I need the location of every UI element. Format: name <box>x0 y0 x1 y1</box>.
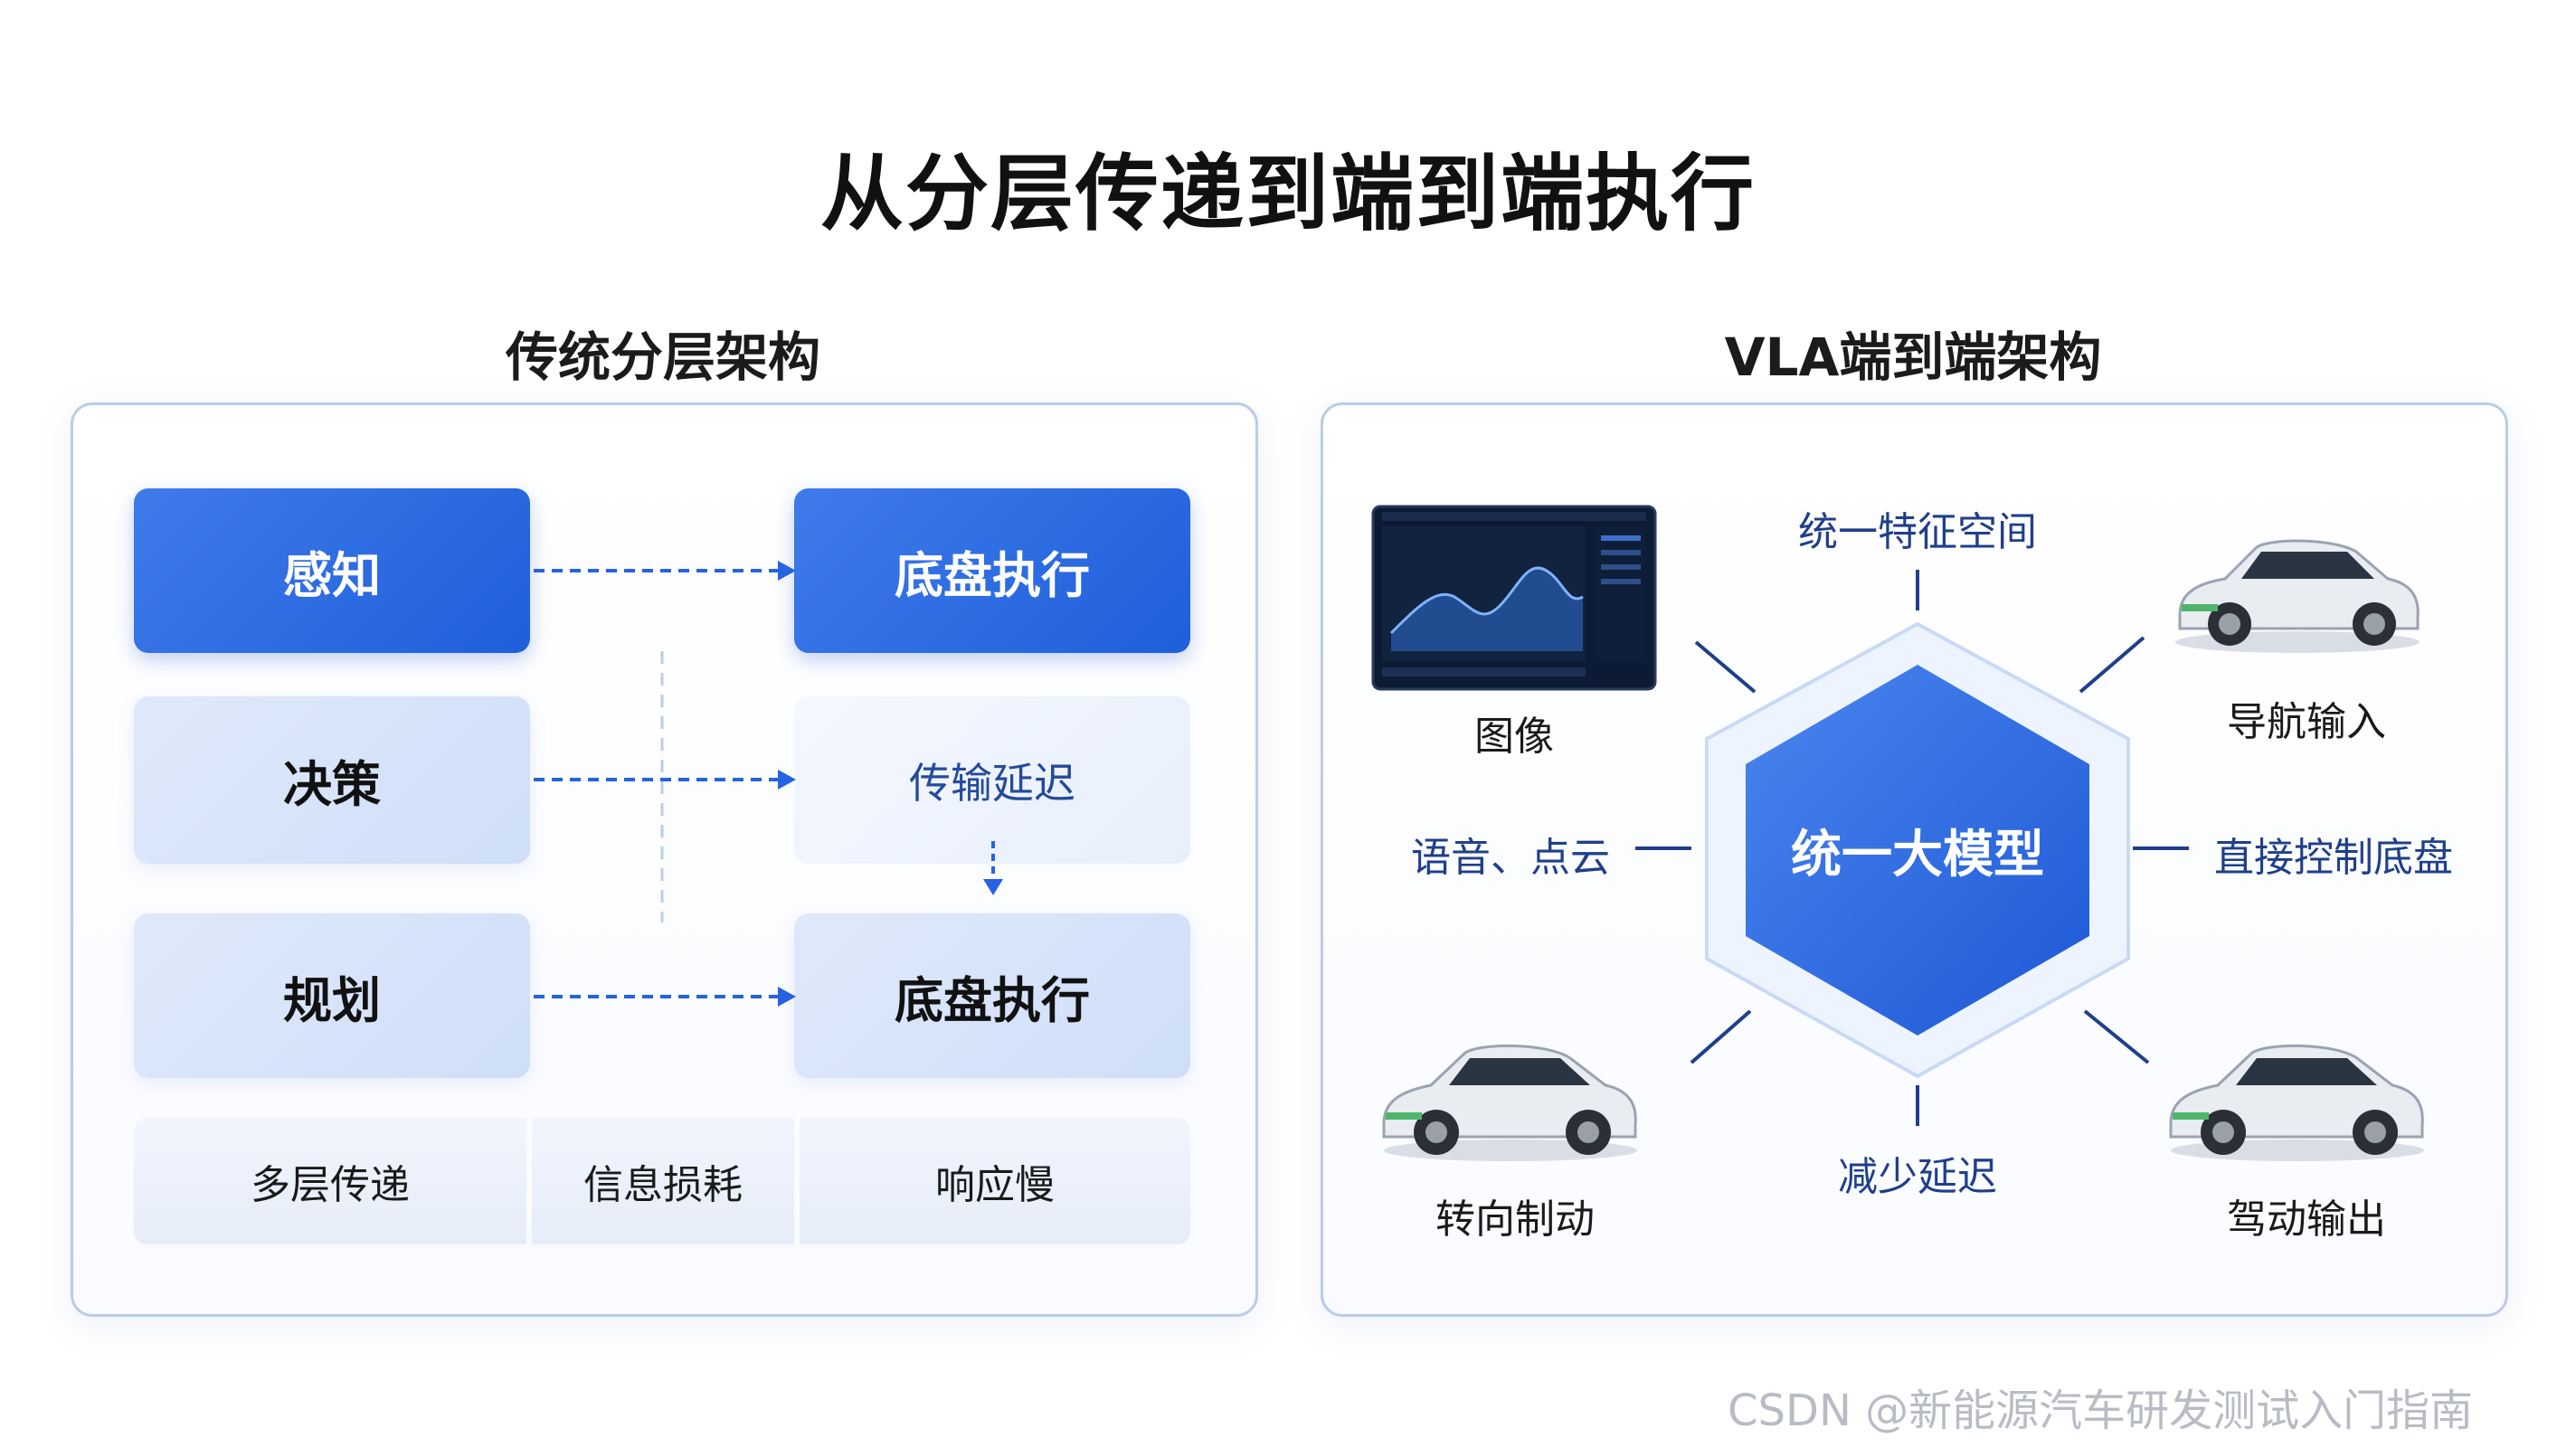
drive-output-label: 驾动输出 <box>2227 1196 2386 1243</box>
page-title: 从分层传递到端到端执行 <box>819 146 1756 242</box>
arrowhead-4 <box>983 879 1003 895</box>
arrowhead-2 <box>778 770 796 790</box>
footer-cell-slow-response: 响应慢 <box>800 1118 1190 1244</box>
connector-top-right <box>2079 636 2145 694</box>
chassis-execution-box-top: 底盘执行 <box>794 488 1190 653</box>
reduce-latency-label: 减少延迟 <box>1838 1154 1997 1200</box>
nav-input-label: 导航输入 <box>2227 699 2386 745</box>
unified-feature-space-label: 统一特征空间 <box>1798 509 2037 555</box>
voice-pointcloud-label: 语音、点云 <box>1411 835 1610 881</box>
arrowhead-3 <box>778 987 796 1007</box>
connector-bottom-left <box>1690 1009 1752 1064</box>
planning-box: 规划 <box>134 913 530 1078</box>
perception-box: 感知 <box>134 488 530 653</box>
left-section-title: 传统分层架构 <box>505 326 820 388</box>
unified-model-hexagon <box>1746 665 2089 1036</box>
transmission-delay-box: 传输延迟 <box>794 696 1190 864</box>
steer-brake-label: 转向制动 <box>1435 1196 1595 1243</box>
decision-box: 决策 <box>134 696 530 864</box>
dashboard-image-icon <box>1371 505 1657 691</box>
direct-chassis-control-label: 直接控制底盘 <box>2214 835 2453 881</box>
car-icon-nav-input <box>2175 539 2420 653</box>
car-icon-drive-output <box>2169 1044 2424 1161</box>
connector-bottom-right <box>2083 1009 2150 1064</box>
right-section-title: VLA端到端架构 <box>1724 326 2102 388</box>
arrowhead-1 <box>778 561 796 581</box>
unified-model-label: 统一大模型 <box>1791 826 2044 884</box>
footer-cell-info-loss: 信息损耗 <box>532 1118 794 1244</box>
image-label: 图像 <box>1474 714 1554 760</box>
csdn-watermark: CSDN @新能源汽车研发测试入门指南 <box>1728 1386 2474 1436</box>
car-icon-steer-brake <box>1382 1044 1637 1161</box>
footer-cell-multilayer: 多层传递 <box>134 1118 526 1244</box>
transmission-delay-label: 传输延迟 <box>909 758 1075 808</box>
connector-top-left <box>1694 640 1757 694</box>
chassis-execution-box-bottom: 底盘执行 <box>794 913 1190 1078</box>
